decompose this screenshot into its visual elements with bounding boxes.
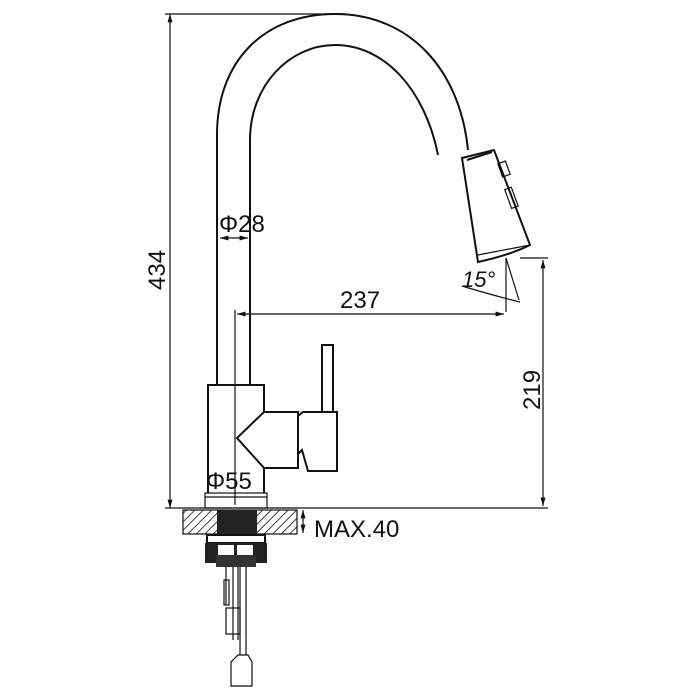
faucet-body (207, 344, 338, 493)
spray-angle-label: 15° (462, 267, 495, 292)
spout-diameter-label: Φ28 (219, 211, 265, 238)
outlet-height-label: 219 (519, 370, 546, 410)
height-label: 434 (144, 250, 171, 290)
spout (216, 12, 469, 505)
spray-toggle-icon (503, 186, 519, 210)
height-dimension: 434 (144, 13, 345, 508)
lever-handle (321, 344, 334, 413)
supply-hoses (223, 567, 253, 687)
base-flange: Φ55 (165, 468, 548, 509)
mounting-nut (205, 534, 267, 567)
countertop: MAX.40 (182, 509, 399, 543)
base-diameter-label: Φ55 (206, 468, 252, 495)
reach-label: 237 (340, 287, 380, 314)
spray-angle-dimension: 15° (461, 257, 521, 312)
spray-button-icon (497, 160, 511, 178)
spray-head (460, 148, 532, 264)
reach-dimension: 237 (237, 287, 504, 317)
outlet-height-dimension: 219 (519, 257, 548, 506)
spout-diameter-dimension: Φ28 (219, 211, 265, 241)
max-thickness-label: MAX.40 (314, 516, 399, 543)
